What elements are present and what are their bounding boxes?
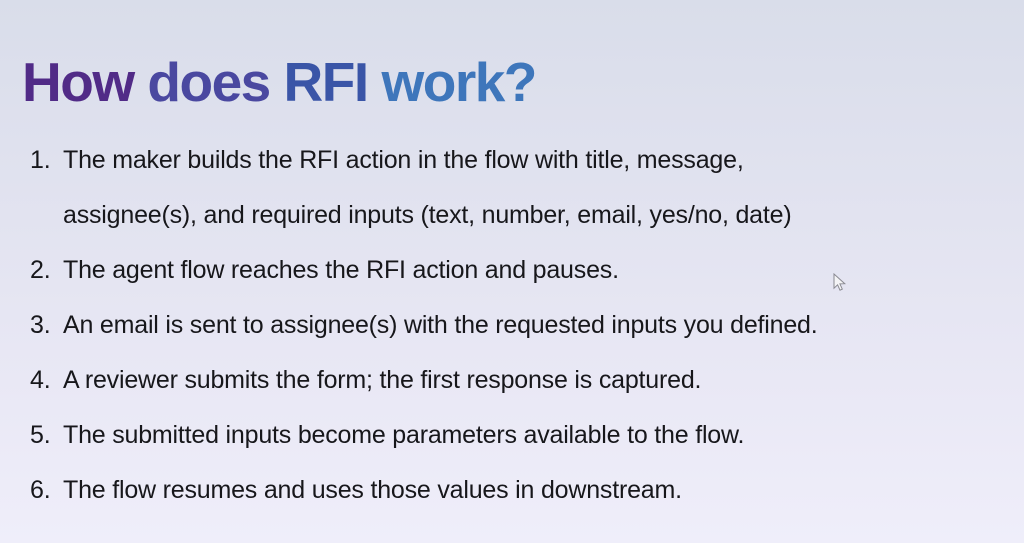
title-word-rfi: RFI bbox=[283, 50, 382, 113]
list-item: 4. A reviewer submits the form; the firs… bbox=[30, 353, 998, 408]
list-item-number: 2. bbox=[30, 256, 51, 284]
list-item: 1. The maker builds the RFI action in th… bbox=[30, 133, 998, 243]
title-word-how: How bbox=[22, 50, 148, 113]
slide-title: How does RFI work? bbox=[22, 50, 537, 114]
list-item: 3. An email is sent to assignee(s) with … bbox=[30, 298, 998, 353]
list-item-number: 5. bbox=[30, 421, 51, 449]
list-item-number: 6. bbox=[30, 476, 51, 504]
list-item: 6. The flow resumes and uses those value… bbox=[30, 463, 998, 518]
list-item-text: The flow resumes and uses those values i… bbox=[63, 476, 682, 504]
list-item-text: The agent flow reaches the RFI action an… bbox=[63, 256, 619, 284]
list-item-text: The maker builds the RFI action in the f… bbox=[63, 146, 792, 229]
list-item-text: The submitted inputs become parameters a… bbox=[63, 421, 745, 449]
list-item-text: A reviewer submits the form; the first r… bbox=[63, 366, 702, 394]
numbered-list: 1. The maker builds the RFI action in th… bbox=[30, 133, 998, 518]
list-item-number: 1. bbox=[30, 146, 51, 174]
list-item: 5. The submitted inputs become parameter… bbox=[30, 408, 998, 463]
list-item: 2. The agent flow reaches the RFI action… bbox=[30, 243, 998, 298]
list-item-number: 3. bbox=[30, 311, 51, 339]
title-word-does: does bbox=[147, 50, 284, 113]
title-word-work: work? bbox=[381, 50, 537, 113]
list-item-number: 4. bbox=[30, 366, 51, 394]
list-item-text: An email is sent to assignee(s) with the… bbox=[63, 311, 818, 339]
